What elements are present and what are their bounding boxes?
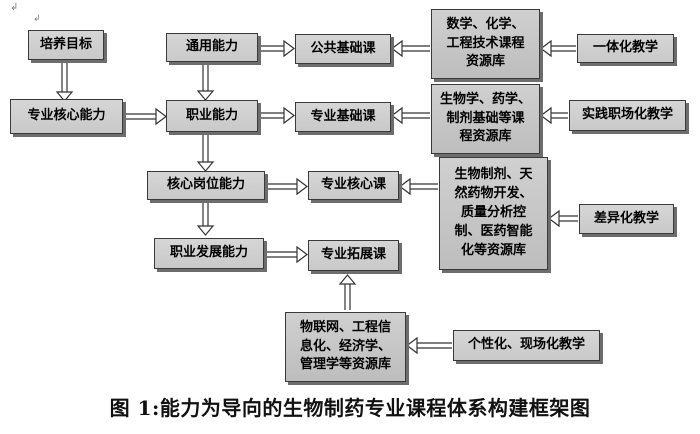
practice-teaching-box: 实践职场化教学 bbox=[569, 100, 686, 131]
arrow-goal-to-core bbox=[55, 60, 74, 102]
integrated-teaching-box: 一体化教学 bbox=[577, 34, 674, 63]
arrow-resmath-to-public bbox=[391, 39, 430, 58]
arrow-general-to-public bbox=[258, 39, 295, 58]
resource-library-math-box: 数学、化学、 工程技术课程 资源库 bbox=[431, 9, 540, 79]
arrow-vocational-to-keypost bbox=[196, 132, 215, 172]
general-ability-box: 通用能力 bbox=[166, 33, 258, 62]
major-basic-course-box: 专业基础课 bbox=[295, 102, 391, 132]
resource-library-bio-label: 生物学、药学、 制剂基础等课 程资源库 bbox=[439, 91, 531, 145]
arrow-career-to-ext bbox=[265, 245, 308, 264]
major-ext-course-box: 专业拓展课 bbox=[308, 240, 399, 271]
resource-library-bio-box: 生物学、药学、 制剂基础等课 程资源库 bbox=[431, 84, 540, 154]
general-ability-label: 通用能力 bbox=[185, 39, 238, 55]
arrow-respharma-to-majorcore bbox=[399, 177, 438, 196]
figure-caption: 图 1:能力为导向的生物制药专业课程体系构建框架图 bbox=[109, 396, 591, 420]
arrow-iot-to-ext bbox=[338, 274, 357, 310]
arrow-core-to-vocational bbox=[125, 107, 167, 126]
arrow-integrated-to-resmath bbox=[540, 39, 576, 58]
core-ability-label: 专业核心能力 bbox=[27, 108, 106, 124]
arrow-general-to-vocational bbox=[196, 62, 215, 101]
major-core-course-label: 专业核心课 bbox=[320, 177, 386, 193]
vocational-ability-label: 职业能力 bbox=[185, 107, 238, 123]
training-goal-label: 培养目标 bbox=[39, 36, 92, 52]
resource-library-pharma-label: 生物制剂、天 然药物开发、 质量分析控 制、医药智能 化等资源库 bbox=[454, 167, 533, 258]
practice-teaching-label: 实践职场化教学 bbox=[581, 107, 673, 123]
differentiated-teaching-box: 差异化教学 bbox=[579, 204, 674, 234]
major-basic-course-label: 专业基础课 bbox=[310, 108, 376, 124]
arrow-keypost-to-majorcore bbox=[265, 177, 308, 196]
training-goal-box: 培养目标 bbox=[28, 30, 104, 60]
resource-library-iot-box: 物联网、工程信 息化、经济学、 管理学等资源库 bbox=[285, 312, 406, 382]
key-post-ability-label: 核心岗位能力 bbox=[166, 177, 245, 193]
public-basic-course-box: 公共基础课 bbox=[295, 34, 391, 64]
arrow-diff-to-respharma bbox=[548, 209, 578, 228]
major-ext-course-label: 专业拓展课 bbox=[320, 247, 386, 263]
integrated-teaching-label: 一体化教学 bbox=[592, 40, 658, 56]
major-core-course-box: 专业核心课 bbox=[308, 171, 399, 200]
arrow-keypost-to-career bbox=[196, 200, 215, 236]
personalized-teaching-box: 个性化、现场化教学 bbox=[453, 330, 600, 361]
key-post-ability-box: 核心岗位能力 bbox=[147, 171, 265, 200]
resource-library-math-label: 数学、化学、 工程技术课程 资源库 bbox=[446, 16, 525, 70]
resource-library-pharma-box: 生物制剂、天 然药物开发、 质量分析控 制、医药智能 化等资源库 bbox=[439, 157, 548, 270]
arrow-resbio-to-majorbasic bbox=[391, 106, 430, 125]
personalized-teaching-label: 个性化、现场化教学 bbox=[467, 337, 585, 353]
arrow-vocational-to-majorbasic bbox=[258, 106, 295, 125]
paragraph-mark: ↲ bbox=[10, 2, 19, 13]
resource-library-iot-label: 物联网、工程信 息化、经济学、 管理学等资源库 bbox=[299, 319, 391, 373]
vocational-ability-box: 职业能力 bbox=[166, 100, 258, 132]
arrow-practice-to-resbio bbox=[540, 106, 568, 125]
arrow-personal-to-resiot bbox=[406, 336, 452, 355]
public-basic-course-label: 公共基础课 bbox=[310, 40, 376, 56]
career-dev-ability-label: 职业发展能力 bbox=[169, 245, 248, 261]
core-ability-box: 专业核心能力 bbox=[10, 99, 123, 134]
paragraph-mark: ↲ bbox=[33, 14, 41, 24]
differentiated-teaching-label: 差异化教学 bbox=[593, 210, 659, 226]
career-dev-ability-box: 职业发展能力 bbox=[154, 238, 264, 269]
